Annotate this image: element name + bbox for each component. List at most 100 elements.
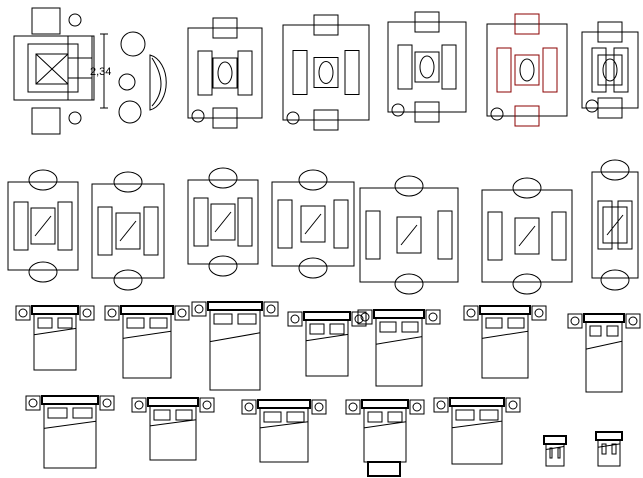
decor bbox=[318, 61, 334, 84]
table-decor bbox=[214, 211, 232, 233]
mattress bbox=[375, 317, 423, 387]
nightstand bbox=[463, 305, 479, 321]
coffee-table bbox=[602, 206, 628, 244]
living-sets-row-2 bbox=[7, 159, 639, 295]
nightstand bbox=[131, 397, 147, 413]
nightstand bbox=[99, 395, 115, 411]
bed bbox=[357, 309, 441, 387]
coffee-table bbox=[514, 54, 540, 86]
rug bbox=[271, 181, 355, 267]
sofa bbox=[292, 50, 308, 95]
armchair bbox=[394, 273, 424, 295]
armchair bbox=[414, 101, 440, 123]
blanket-fold bbox=[481, 330, 529, 339]
nightstand bbox=[409, 399, 425, 415]
pillow bbox=[153, 409, 171, 421]
pillow bbox=[149, 317, 168, 329]
sofa bbox=[441, 44, 457, 90]
nightstand bbox=[287, 311, 303, 327]
pillow bbox=[126, 317, 145, 329]
headboard bbox=[207, 301, 263, 311]
armchair bbox=[113, 269, 143, 291]
armchair bbox=[514, 13, 540, 35]
armchair bbox=[28, 261, 58, 283]
blanket-fold bbox=[122, 330, 172, 339]
nightstand bbox=[357, 309, 373, 325]
armchair bbox=[514, 105, 540, 127]
rug bbox=[187, 27, 263, 119]
headboard bbox=[583, 313, 625, 323]
sofa bbox=[437, 210, 453, 260]
pillow bbox=[485, 317, 503, 329]
living-set bbox=[359, 175, 459, 295]
pillow bbox=[309, 323, 325, 335]
armchair bbox=[212, 17, 238, 39]
blanket-fold bbox=[363, 421, 407, 429]
pillow bbox=[237, 313, 257, 325]
sofa bbox=[487, 211, 503, 261]
armchair bbox=[298, 257, 328, 279]
mattress bbox=[209, 309, 261, 391]
living-set bbox=[7, 169, 79, 283]
armchair bbox=[208, 255, 238, 277]
headboard bbox=[41, 395, 99, 405]
nightstand bbox=[174, 305, 190, 321]
mattress bbox=[451, 405, 503, 465]
bed bbox=[463, 305, 547, 379]
coffee-table bbox=[115, 212, 141, 250]
lamp-icon bbox=[314, 402, 324, 412]
nightstand bbox=[25, 395, 41, 411]
nightstand bbox=[104, 305, 120, 321]
bed bbox=[543, 435, 567, 467]
pillow bbox=[606, 325, 619, 337]
pillow bbox=[611, 443, 617, 455]
armchair bbox=[414, 11, 440, 33]
pillow bbox=[367, 411, 383, 423]
pillow bbox=[37, 317, 53, 329]
mattress bbox=[545, 443, 565, 467]
mattress bbox=[122, 313, 172, 379]
sofa bbox=[591, 47, 607, 93]
mattress bbox=[363, 407, 407, 463]
decor bbox=[602, 58, 618, 82]
living-set bbox=[581, 21, 639, 119]
decor bbox=[419, 55, 435, 79]
coffee-table bbox=[313, 57, 339, 88]
nightstand bbox=[263, 301, 279, 317]
nightstand bbox=[567, 313, 583, 329]
pillow bbox=[47, 407, 68, 419]
bench bbox=[367, 461, 401, 477]
headboard bbox=[373, 309, 425, 319]
mattress bbox=[33, 313, 77, 371]
nightstand bbox=[625, 313, 641, 329]
pillow bbox=[263, 411, 282, 423]
bed bbox=[287, 311, 367, 377]
pillow bbox=[479, 409, 499, 421]
headboard bbox=[147, 397, 199, 407]
lamp-icon bbox=[202, 400, 212, 410]
rug bbox=[591, 171, 639, 279]
coffee-table bbox=[396, 216, 422, 254]
lamp-icon bbox=[290, 314, 300, 324]
blanket-fold bbox=[597, 443, 621, 448]
rug bbox=[7, 181, 79, 271]
blanket-fold bbox=[451, 420, 503, 429]
lamp-icon bbox=[360, 312, 370, 322]
living-set bbox=[591, 159, 639, 291]
rug bbox=[91, 183, 165, 279]
blanket-fold bbox=[149, 419, 197, 427]
blanket-fold bbox=[585, 340, 623, 350]
blanket-fold bbox=[33, 327, 77, 336]
sofa bbox=[333, 199, 349, 249]
nightstand bbox=[199, 397, 215, 413]
headboard bbox=[361, 399, 409, 409]
side-table bbox=[391, 103, 405, 117]
lamp-icon bbox=[28, 398, 38, 408]
headboard bbox=[31, 305, 79, 315]
rug bbox=[486, 23, 568, 117]
lamp-icon bbox=[466, 308, 476, 318]
living-set bbox=[486, 13, 568, 127]
dimension-label: 2,34 bbox=[90, 66, 111, 78]
lamp-icon bbox=[177, 308, 187, 318]
